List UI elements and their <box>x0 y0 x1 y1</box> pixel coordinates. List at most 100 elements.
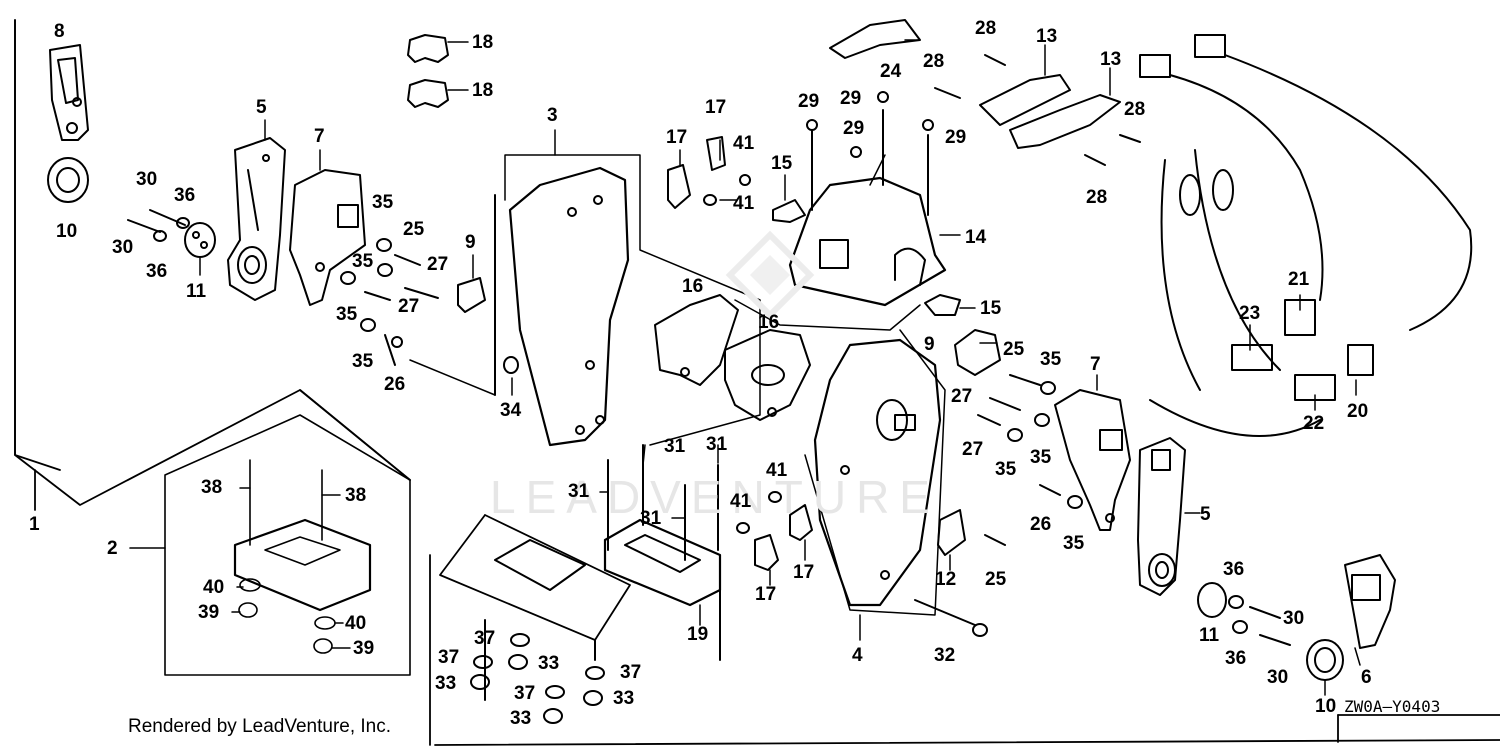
callout-3: 3 <box>547 105 558 126</box>
clip-15a <box>772 199 806 223</box>
callout-28: 28 <box>975 18 997 39</box>
callout-2: 2 <box>107 538 118 559</box>
callout-35: 35 <box>352 251 374 272</box>
screws-top <box>806 54 1141 166</box>
callout-33: 33 <box>613 688 635 709</box>
callout-10: 10 <box>1315 696 1337 717</box>
lever-6 <box>1344 554 1396 649</box>
callout-11: 11 <box>186 281 207 302</box>
callout-36: 36 <box>146 261 168 282</box>
callout-31: 31 <box>568 481 590 502</box>
callout-12: 12 <box>935 569 957 590</box>
fasteners-left <box>340 238 439 366</box>
callout-37: 37 <box>620 662 642 683</box>
clip-15b <box>924 294 961 316</box>
callout-28: 28 <box>923 51 945 72</box>
fasteners-right <box>977 374 1083 546</box>
callout-20: 20 <box>1347 401 1369 422</box>
callout-29: 29 <box>840 88 862 109</box>
housing-4 <box>804 329 946 616</box>
gasket-16b <box>724 329 811 421</box>
housing-3 <box>409 154 761 447</box>
pad-9b <box>954 329 1001 376</box>
callout-29: 29 <box>945 127 967 148</box>
callout-33: 33 <box>510 708 532 729</box>
callout-30: 30 <box>1283 608 1305 629</box>
callout-6: 6 <box>1361 667 1372 688</box>
callout-36: 36 <box>1225 648 1247 669</box>
callout-32: 32 <box>934 645 956 666</box>
callout-16: 16 <box>758 312 780 333</box>
callout-40: 40 <box>345 613 367 634</box>
callout-30: 30 <box>1267 667 1289 688</box>
callout-35: 35 <box>352 351 374 372</box>
callout-41: 41 <box>733 133 755 154</box>
callout-18: 18 <box>472 80 494 101</box>
callout-21: 21 <box>1288 269 1310 290</box>
callout-7: 7 <box>1090 354 1101 375</box>
callout-14: 14 <box>965 227 987 248</box>
callout-9: 9 <box>924 334 935 355</box>
callout-30: 30 <box>112 237 134 258</box>
callout-28: 28 <box>1124 99 1146 120</box>
callout-35: 35 <box>372 192 394 213</box>
callout-26: 26 <box>1030 514 1052 535</box>
clips-17-bottom <box>736 491 813 571</box>
leader-lines <box>199 39 1361 696</box>
callout-9: 9 <box>465 232 476 253</box>
callout-15: 15 <box>980 298 1002 319</box>
callout-35: 35 <box>1040 349 1062 370</box>
callout-37: 37 <box>438 647 460 668</box>
clip-18 <box>407 34 449 108</box>
callout-37: 37 <box>514 683 536 704</box>
callout-8: 8 <box>54 21 65 42</box>
callout-4: 4 <box>852 645 863 666</box>
callout-25: 25 <box>403 219 425 240</box>
plate-11a <box>127 209 216 258</box>
cover-7b <box>1054 389 1131 531</box>
callout-10: 10 <box>56 221 78 242</box>
grommet-10a <box>47 157 89 203</box>
callout-7: 7 <box>314 126 325 147</box>
callout-28: 28 <box>1086 187 1108 208</box>
clip-12 <box>937 509 966 556</box>
callout-30: 30 <box>136 169 158 190</box>
lever-arm-5b <box>1137 437 1186 596</box>
nuts-bottom <box>470 633 605 724</box>
callout-29: 29 <box>843 118 865 139</box>
callout-35: 35 <box>336 304 358 325</box>
plate-11b <box>1197 582 1291 646</box>
callout-25: 25 <box>985 569 1007 590</box>
callout-36: 36 <box>1223 559 1245 580</box>
callout-31: 31 <box>640 508 662 529</box>
pad-9a <box>457 277 486 313</box>
callout-39: 39 <box>198 602 220 623</box>
callout-18: 18 <box>472 32 494 53</box>
watermark-logo-icon <box>725 230 815 320</box>
footer-credit: Rendered by LeadVenture, Inc. <box>128 716 392 737</box>
callout-41: 41 <box>733 193 755 214</box>
callout-27: 27 <box>398 296 420 317</box>
callout-1: 1 <box>29 514 40 535</box>
callout-13: 13 <box>1100 49 1122 70</box>
callout-33: 33 <box>435 673 457 694</box>
callout-24: 24 <box>880 61 902 82</box>
callout-26: 26 <box>384 374 406 395</box>
callout-19: 19 <box>687 624 709 645</box>
callout-5: 5 <box>1200 504 1211 525</box>
callout-33: 33 <box>538 653 560 674</box>
callout-13: 13 <box>1036 26 1058 47</box>
callout-41: 41 <box>730 491 752 512</box>
bolt-32 <box>914 599 988 637</box>
bracket-13b <box>1009 94 1121 149</box>
callout-41: 41 <box>766 460 788 481</box>
callout-27: 27 <box>951 386 973 407</box>
callout-17: 17 <box>755 584 777 605</box>
diagram-code: ZW0A–Y0403 <box>1344 697 1441 716</box>
callout-5: 5 <box>256 97 267 118</box>
callout-40: 40 <box>203 577 225 598</box>
callout-22: 22 <box>1303 413 1325 434</box>
cover-7a <box>289 169 366 306</box>
gasket-16a <box>654 294 739 386</box>
lever-arm-5a <box>227 137 286 301</box>
